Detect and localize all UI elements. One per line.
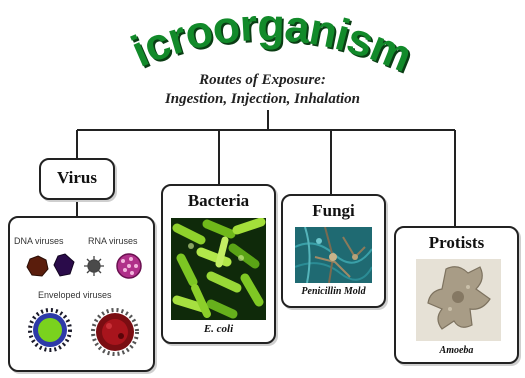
bacteria-panel: Bacteria E. coli <box>161 184 276 344</box>
protists-caption: Amoeba <box>396 345 517 356</box>
fungi-caption: Penicillin Mold <box>283 286 384 297</box>
protists-image <box>416 259 501 341</box>
enveloped-virus-icon-red <box>93 310 137 354</box>
virus-label-box: Virus <box>39 158 115 200</box>
dna-virus-icon-brown <box>27 256 48 276</box>
bacteria-image <box>171 218 266 320</box>
bacteria-label: Bacteria <box>163 191 274 211</box>
protists-panel: Protists Amoeba <box>394 226 519 364</box>
enveloped-virus-icon-green <box>30 310 70 350</box>
rna-virus-icon-pink <box>117 254 141 278</box>
virus-panel: DNA viruses RNA viruses Enveloped viruse… <box>8 216 155 372</box>
fungi-label: Fungi <box>283 201 384 221</box>
fungi-panel: Fungi Penicillin Mold <box>281 194 386 308</box>
rna-virus-icon-small <box>84 256 104 276</box>
virus-label: Virus <box>41 168 113 188</box>
fungi-image <box>295 227 372 283</box>
virus-illustrations <box>10 218 153 370</box>
dna-virus-icon-purple <box>54 254 74 276</box>
bacteria-caption: E. coli <box>163 323 274 335</box>
protists-label: Protists <box>396 233 517 253</box>
